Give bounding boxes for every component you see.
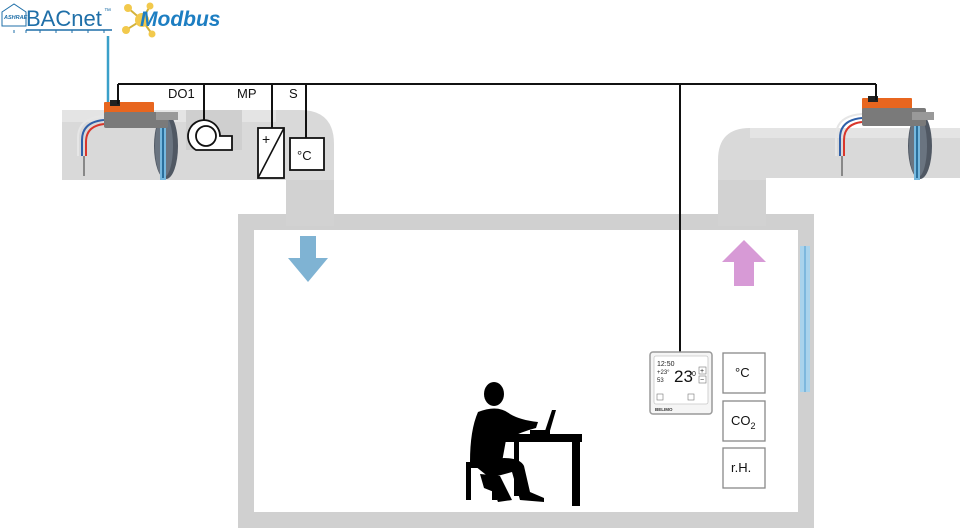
modbus-text: Modbus [140,8,220,31]
thermostat-setpoint: 23 [674,367,693,386]
modbus-node-icon [122,2,156,38]
room-temp-unit: °C [735,365,750,380]
bacnet-logo: ASHRAE BACnet ™ [1,3,112,33]
exhaust-air-arrow-icon [722,240,766,286]
modbus-logo: Modbus [122,2,220,38]
person-at-desk-icon [466,382,582,506]
damper-left [154,112,178,180]
room-humidity-sensor: r.H. [722,447,766,489]
duct-sensor-unit: °C [297,148,312,163]
duct-temperature-sensor: °C [289,137,325,171]
co2-label: CO2 [731,413,756,431]
window-icon [800,246,810,392]
exhaust-duct [718,128,960,226]
damper-actuator-icon [77,100,178,176]
bacnet-badge-text: ASHRAE [3,15,28,21]
thermostat-plus-button[interactable] [698,366,707,375]
thermostat-minus-label: − [700,377,704,384]
room-co2-sensor: CO2 [722,400,766,442]
thermostat-minus-button[interactable] [698,375,707,384]
room-thermostat: 12:50 +23° 53 23 0 + − BELIMO [649,351,713,415]
thermostat-temp-small: +23° [657,370,670,376]
label-s: S [289,86,298,101]
thermostat-power-icon [687,393,695,401]
thermostat-setpoint-decimal: 0 [692,371,696,378]
bacnet-tm: ™ [104,8,111,15]
thermostat-mode-icon [656,393,664,401]
transducer-icon: + [257,127,285,179]
thermostat-hum-small: 53 [657,378,664,384]
transducer-plus: + [262,131,270,147]
co2-main: CO [731,413,751,428]
thermostat-time: 12:50 [657,361,675,368]
damper-right [908,112,932,180]
thermostat-plus-label: + [700,368,704,375]
co2-subscript: 2 [751,421,756,431]
bus-wiring [117,83,877,352]
label-mp: MP [237,86,257,101]
room-temperature-sensor: °C [722,352,766,394]
supply-air-arrow-icon [288,236,328,282]
fan-icon [187,119,233,151]
bacnet-text: BACnet [26,6,102,31]
thermostat-brand: BELIMO [655,407,673,412]
label-do1: DO1 [168,86,195,101]
damper-actuator-icon [835,96,934,176]
humidity-label: r.H. [731,460,751,475]
